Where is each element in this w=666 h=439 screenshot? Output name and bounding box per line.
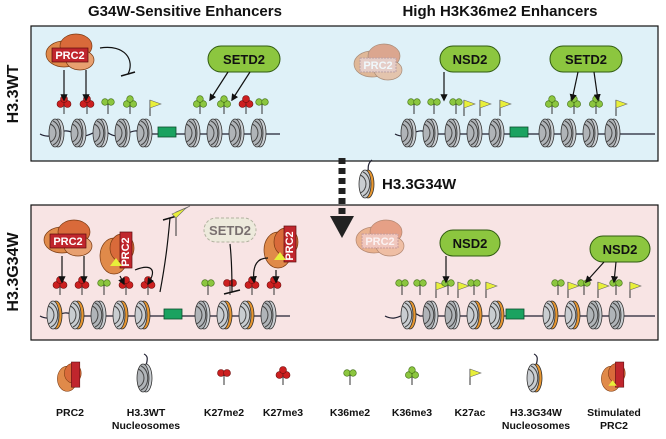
nsd2-enzyme: NSD2 bbox=[589, 235, 651, 263]
svg-text:SETD2: SETD2 bbox=[209, 223, 251, 238]
enhancer-box bbox=[509, 126, 529, 138]
inactive-prc2-complex: PRC2 bbox=[353, 43, 403, 81]
legend-label-prc2-complex: PRC2 bbox=[56, 407, 84, 419]
transition-arrow bbox=[330, 158, 354, 238]
k36me2-icon bbox=[343, 369, 357, 386]
right-column-header: High H3K36me2 Enhancers bbox=[402, 3, 597, 20]
k36me3-icon bbox=[404, 366, 420, 386]
k27ac-flag-icon bbox=[469, 368, 482, 386]
h33wt-nucleosome-icon bbox=[136, 353, 153, 393]
stimulated-prc2-icon bbox=[601, 361, 626, 392]
svg-text:NSD2: NSD2 bbox=[453, 52, 488, 67]
k27me3-icon bbox=[275, 366, 291, 386]
bottom-left-chromatin bbox=[39, 276, 290, 330]
legend bbox=[57, 353, 626, 393]
left-column-header: G34W-Sensitive Enhancers bbox=[88, 3, 282, 20]
legend-label-k36me2: K36me2 bbox=[330, 407, 370, 419]
svg-text:SETD2: SETD2 bbox=[565, 52, 607, 67]
transition-label: H3.3G34W bbox=[382, 176, 457, 193]
nsd2-enzyme: NSD2 bbox=[439, 229, 501, 257]
top-left-chromatin bbox=[39, 95, 280, 148]
setd2-enzyme: SETD2 bbox=[549, 45, 623, 73]
legend-label-k36me3: K36me3 bbox=[392, 407, 432, 419]
svg-text:SETD2: SETD2 bbox=[223, 52, 265, 67]
bottom-right-chromatin bbox=[384, 279, 655, 330]
top-right-chromatin bbox=[394, 95, 655, 148]
nsd2-enzyme: NSD2 bbox=[439, 45, 501, 73]
k27ac-flag bbox=[171, 205, 191, 236]
stimulated-prc2-complex: PRC2 bbox=[99, 231, 135, 275]
prc2-complex: PRC2 bbox=[43, 219, 93, 257]
svg-text:NSD2: NSD2 bbox=[453, 236, 488, 251]
prc2-complex: PRC2 bbox=[45, 33, 95, 71]
svg-text:PRC2: PRC2 bbox=[365, 236, 394, 248]
h33g34w-nucleosome-icon bbox=[526, 353, 543, 393]
legend-label-k27me2: K27me2 bbox=[204, 407, 244, 419]
k27me2-icon bbox=[217, 369, 231, 386]
prc2-complex-icon bbox=[57, 361, 82, 392]
inactive-setd2-enzyme: SETD2 bbox=[203, 217, 257, 243]
svg-text:PRC2: PRC2 bbox=[55, 50, 84, 62]
h33g34w-row-label: H3.3G34W bbox=[5, 232, 22, 312]
legend-label-k27me3: K27me3 bbox=[263, 407, 303, 419]
svg-text:PRC2: PRC2 bbox=[53, 236, 82, 248]
stimulated-prc2-complex: PRC2 bbox=[263, 225, 299, 269]
h33wt-row-label: H3.3WT bbox=[5, 64, 22, 123]
svg-text:PRC2: PRC2 bbox=[284, 231, 296, 260]
svg-text:NSD2: NSD2 bbox=[603, 242, 638, 257]
enhancer-box bbox=[505, 308, 525, 320]
g34w-nucleosome-icon bbox=[358, 159, 375, 199]
setd2-enzyme: SETD2 bbox=[207, 45, 281, 73]
inactive-prc2-complex: PRC2 bbox=[355, 219, 405, 257]
enhancer-box bbox=[157, 126, 177, 138]
svg-text:PRC2: PRC2 bbox=[120, 237, 132, 266]
svg-text:PRC2: PRC2 bbox=[363, 60, 392, 72]
legend-label-k27ac-flag: K27ac bbox=[455, 407, 486, 419]
enhancer-box bbox=[163, 308, 183, 320]
